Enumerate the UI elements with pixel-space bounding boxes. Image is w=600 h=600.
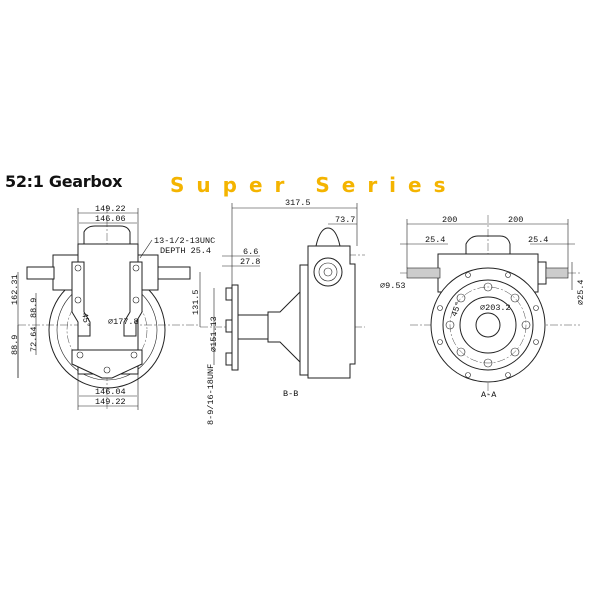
dim-151-13: ∅151.13 xyxy=(209,316,219,352)
shaft-dia-label: ∅9.53 xyxy=(380,281,406,291)
dim-88-9-upper: 88.9 xyxy=(29,298,39,318)
view-label-b-b: B-B xyxy=(283,389,298,399)
dim-146-bottom: 146.04 xyxy=(95,387,126,397)
dimensions: 317.5 73.7 6.6 27.8 ∅151.13 131.5 8-9/16… xyxy=(191,198,358,425)
bolt-holes xyxy=(437,272,539,378)
thread-note: 13-1/2-13UNC xyxy=(154,236,215,246)
dim-88-9-lower: 88.9 xyxy=(10,335,20,355)
angle-label: 45° xyxy=(79,312,92,329)
dim-73-7: 73.7 xyxy=(335,215,355,225)
dim-149-bottom: 149.22 xyxy=(95,397,126,407)
dim-131-5: 131.5 xyxy=(191,289,201,315)
dim-25-4-left: 25.4 xyxy=(425,235,445,245)
side-view: 317.5 73.7 6.6 27.8 ∅151.13 131.5 8-9/16… xyxy=(191,198,365,425)
bolt-holes xyxy=(74,264,140,374)
series-heading: Super Series xyxy=(170,173,458,197)
dim-146-top: 146.06 xyxy=(95,214,126,224)
section-view: 200 200 25.4 25.4 ∅9.53 ∅25.4 ∅203.2 45°… xyxy=(380,215,586,400)
dim-25-4-right: 25.4 xyxy=(528,235,548,245)
view-label-a-a: A-A xyxy=(481,390,497,400)
front-view: ∅177.8 45° 149.22 146.06 146.04 149.22 1… xyxy=(10,204,215,410)
dim-72-64: 72.64 xyxy=(29,326,39,352)
pcd-label: ∅203.2 xyxy=(480,303,511,313)
dim-200-right: 200 xyxy=(508,215,523,225)
thread-spec: 8-9/16-18UNF xyxy=(206,364,216,425)
dim-317-5: 317.5 xyxy=(285,198,311,208)
dim-200-left: 200 xyxy=(442,215,457,225)
dim-6-6: 6.6 xyxy=(243,247,258,257)
thread-depth: DEPTH 25.4 xyxy=(160,246,211,256)
page-title: 52:1 Gearbox xyxy=(5,172,123,191)
dim-27-8: 27.8 xyxy=(240,257,260,267)
bore-dia-label: ∅177.8 xyxy=(108,317,139,327)
shaft-dia-right: ∅25.4 xyxy=(576,279,586,305)
angle-label: 45° xyxy=(449,300,464,318)
dimensions: 200 200 25.4 25.4 ∅9.53 ∅25.4 ∅203.2 45° xyxy=(380,215,586,318)
dim-162-31: 162.31 xyxy=(10,274,20,305)
dim-149-top: 149.22 xyxy=(95,204,126,214)
dimensions: 149.22 146.06 146.04 149.22 13-1/2-13UNC… xyxy=(10,204,215,410)
